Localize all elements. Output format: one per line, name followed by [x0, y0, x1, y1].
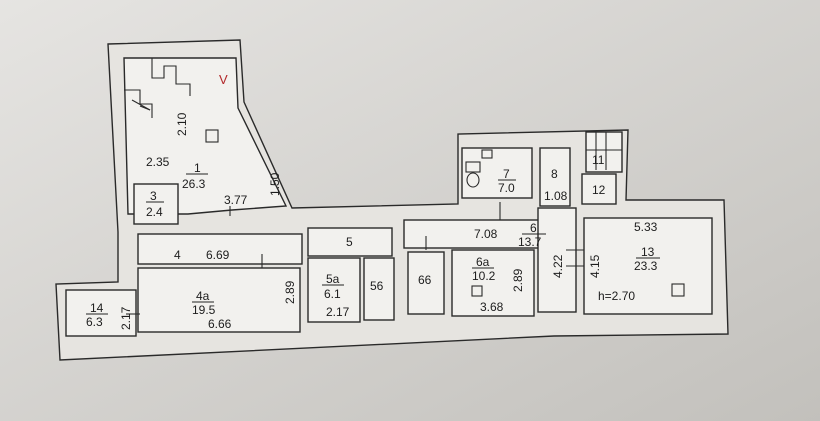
room-3: [133, 183, 179, 225]
room-5a: [307, 257, 361, 323]
stair-11: [586, 132, 622, 170]
room-12: [581, 173, 617, 205]
room-5: [307, 227, 393, 257]
room-14: [65, 289, 137, 337]
column-marker-6a: [471, 285, 483, 297]
room-13-number: 13: [641, 245, 655, 259]
sink-icon: [481, 149, 493, 159]
door-marks: [126, 202, 584, 315]
room-4a-number: 4a: [196, 289, 210, 303]
dim-2-17-b: 2.17: [326, 305, 350, 319]
room-13: [583, 217, 713, 315]
dim-2-17-a: 2.17: [119, 306, 133, 330]
room-14-number: 14: [90, 301, 104, 315]
room-4-number: 4: [174, 248, 181, 262]
corridor-right: [537, 207, 577, 313]
room-1-area: 26.3: [182, 177, 206, 191]
dim-2-10: 2.10: [175, 112, 189, 136]
room-14-area: 6.3: [86, 315, 103, 329]
section-mark: V: [219, 72, 228, 87]
room-11-number: 11: [592, 153, 605, 167]
room-11: [585, 131, 623, 173]
room-8: [539, 147, 571, 207]
room-5-number: 5: [346, 235, 353, 249]
dim-3-77: 3.77: [224, 193, 248, 207]
dim-6-66: 6.66: [208, 317, 232, 331]
room-12-number: 12: [592, 183, 606, 197]
dim-3-68: 3.68: [480, 300, 504, 314]
room-6-area: 13.7: [518, 235, 542, 249]
room-5a-area: 6.1: [324, 287, 341, 301]
dim-2-89-a: 2.89: [283, 280, 297, 304]
room-5a-number: 5a: [326, 272, 340, 286]
room-6a: [451, 249, 535, 317]
dim-5-33: 5.33: [634, 220, 658, 234]
column-marker: [205, 129, 219, 143]
dim-4-15: 4.15: [588, 254, 602, 278]
room-8-number: 8: [551, 167, 558, 181]
room-13-area: 23.3: [634, 259, 658, 273]
room-4a-area: 19.5: [192, 303, 216, 317]
staircase: [124, 58, 191, 118]
dim-2-35: 2.35: [146, 155, 170, 169]
dim-1-08: 1.08: [544, 189, 568, 203]
room-6a-area: 10.2: [472, 269, 496, 283]
room-4a: [137, 267, 301, 333]
room-3-area: 2.4: [146, 205, 163, 219]
room-66: [407, 251, 445, 315]
ceiling-height: h=2.70: [598, 289, 635, 303]
dim-7-08: 7.08: [474, 227, 498, 241]
room-3-number: 3: [150, 189, 157, 203]
dim-4-22: 4.22: [551, 254, 565, 278]
room-6-number: 6: [530, 221, 537, 235]
room-7-area: 7.0: [498, 181, 515, 195]
dim-1-50: 1.50: [268, 172, 282, 196]
room-1-number: 1: [194, 161, 201, 175]
room-56: [363, 257, 395, 321]
dim-6-69: 6.69: [206, 248, 230, 262]
room-7-number: 7: [503, 167, 510, 181]
room-66-number: 66: [418, 273, 432, 287]
room-56-number: 56: [370, 279, 384, 293]
column-marker-13: [671, 283, 685, 297]
toilet-icon: [465, 161, 481, 188]
room-6a-number: 6a: [476, 255, 490, 269]
room-4: [137, 233, 303, 265]
dim-2-89-b: 2.89: [511, 268, 525, 292]
